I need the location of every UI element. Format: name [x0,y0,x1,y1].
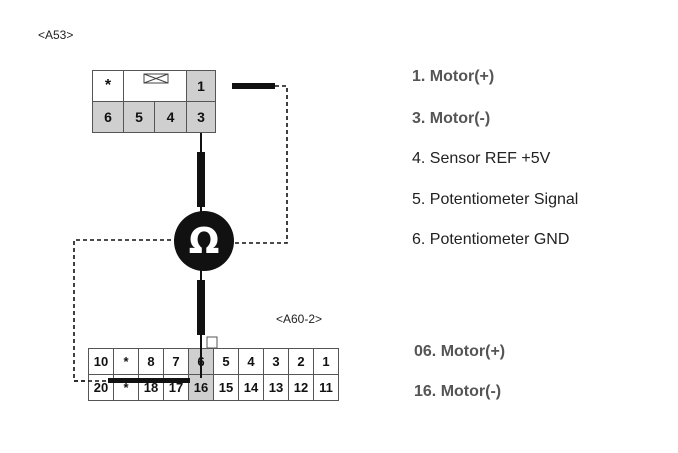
pin-cell-highlight: 16 [188,374,214,401]
connector-a53-label: <A53> [38,28,74,42]
wire-segment-pin1 [232,83,275,89]
wire-segment-pin3 [197,152,205,207]
pin-cell: 3 [186,101,216,133]
pin-cell: 3 [263,348,289,375]
ohm-resistor-icon [174,211,234,271]
pin-cell: 17 [163,374,189,401]
pin-cell: * [113,348,139,375]
legend-item: 4. Sensor REF +5V [412,150,551,167]
legend-item: 06. Motor(+) [414,343,506,360]
legend-item: 6. Potentiometer GND [412,231,570,248]
pin-cell: 6 [92,101,124,133]
pin-cell-highlight: 6 [188,348,214,375]
pin-cell: 15 [213,374,239,401]
wire-segment-pin6 [197,280,205,335]
legend-item: 5. Potentiometer Signal [412,191,579,208]
connector-latch [206,336,218,349]
pin-cell: 4 [238,348,264,375]
legend-item: 16. Motor(-) [414,383,502,400]
legend-item: 3. Motor(-) [412,110,491,127]
pin-cell: 1 [313,348,339,375]
pin-cell: 18 [138,374,164,401]
pin-cell-star: * [92,70,124,102]
pin-cell: 11 [313,374,339,401]
pin-cell: 1 [186,70,216,102]
pin-cell: 5 [213,348,239,375]
pin-cell: 5 [123,101,155,133]
legend-item: 1. Motor(+) [412,68,495,85]
pin-cell: 10 [88,348,114,375]
pin-cell: 12 [288,374,314,401]
pin-cell: 8 [138,348,164,375]
connector-a60-2-label: <A60-2> [276,312,323,326]
pin-cell: * [113,374,139,401]
dashed-wire-pin1-to-component [232,85,288,244]
pin-cell: 13 [263,374,289,401]
pin-cell: 4 [154,101,187,133]
pin-cell: 20 [88,374,114,401]
pin-cell: 7 [163,348,189,375]
pin-cell: 2 [288,348,314,375]
connector-key-box [123,70,187,102]
ohm-symbol: Ω [188,220,220,262]
pin-cell: 14 [238,374,264,401]
cross-box-icon [143,73,169,84]
